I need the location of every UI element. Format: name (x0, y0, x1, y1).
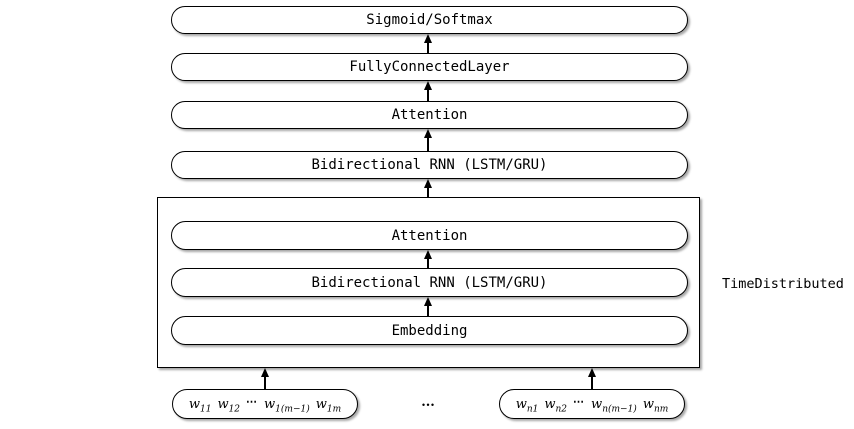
input-words-right: wn1 wn2 ⋯ wn(m−1) wnm (499, 389, 685, 419)
arrow-up-icon (424, 179, 433, 197)
arrowhead-icon (261, 368, 269, 377)
arrow-up-icon (424, 250, 433, 268)
word-token: wn2 (544, 396, 568, 415)
arrow-up-icon (261, 368, 270, 389)
word-token: w12 (217, 396, 241, 415)
math-ellipsis: ⋯ (246, 394, 259, 408)
layer-embedding: Embedding (171, 316, 688, 345)
arrowhead-icon (424, 297, 432, 306)
arrow-shaft (591, 377, 593, 389)
layer-bidirectional-rnn-outer: Bidirectional RNN (LSTM/GRU) (171, 151, 688, 179)
arrowhead-icon (424, 34, 432, 43)
layer-fully-connected: FullyConnectedLayer (171, 53, 688, 81)
word-token: wn(m−1) (591, 396, 637, 415)
input-words-left: w11 w12 ⋯ w1(m−1) w1m (172, 389, 358, 419)
arrowhead-icon (424, 81, 432, 90)
word-token: w1m (315, 396, 342, 415)
word-token: w11 (188, 396, 212, 415)
input-ellipsis: ... (421, 395, 435, 410)
arrow-up-icon (424, 129, 433, 151)
arrowhead-icon (424, 250, 432, 259)
arrow-up-icon (424, 81, 433, 101)
math-ellipsis: ⋯ (573, 394, 586, 408)
layer-attention-inner: Attention (171, 221, 688, 250)
word-token: wnm (642, 396, 669, 415)
arrowhead-icon (424, 179, 432, 188)
arrow-shaft (427, 259, 429, 268)
arrow-shaft (427, 138, 429, 151)
arrow-shaft (427, 43, 429, 53)
arrow-up-icon (424, 34, 433, 53)
arrow-up-icon (588, 368, 597, 389)
arrow-shaft (427, 306, 429, 316)
arrow-up-icon (424, 297, 433, 316)
word-token: wn1 (515, 396, 539, 415)
arrow-shaft (427, 188, 429, 197)
layer-sigmoid-softmax: Sigmoid/Softmax (171, 6, 688, 34)
arrowhead-icon (588, 368, 596, 377)
layer-bidirectional-rnn-inner: Bidirectional RNN (LSTM/GRU) (171, 268, 688, 297)
arrowhead-icon (424, 129, 432, 138)
layer-attention-outer: Attention (171, 101, 688, 129)
time-distributed-label: TimeDistributed (722, 276, 844, 292)
arrow-shaft (427, 90, 429, 101)
arrow-shaft (264, 377, 266, 389)
word-token: w1(m−1) (264, 396, 310, 415)
